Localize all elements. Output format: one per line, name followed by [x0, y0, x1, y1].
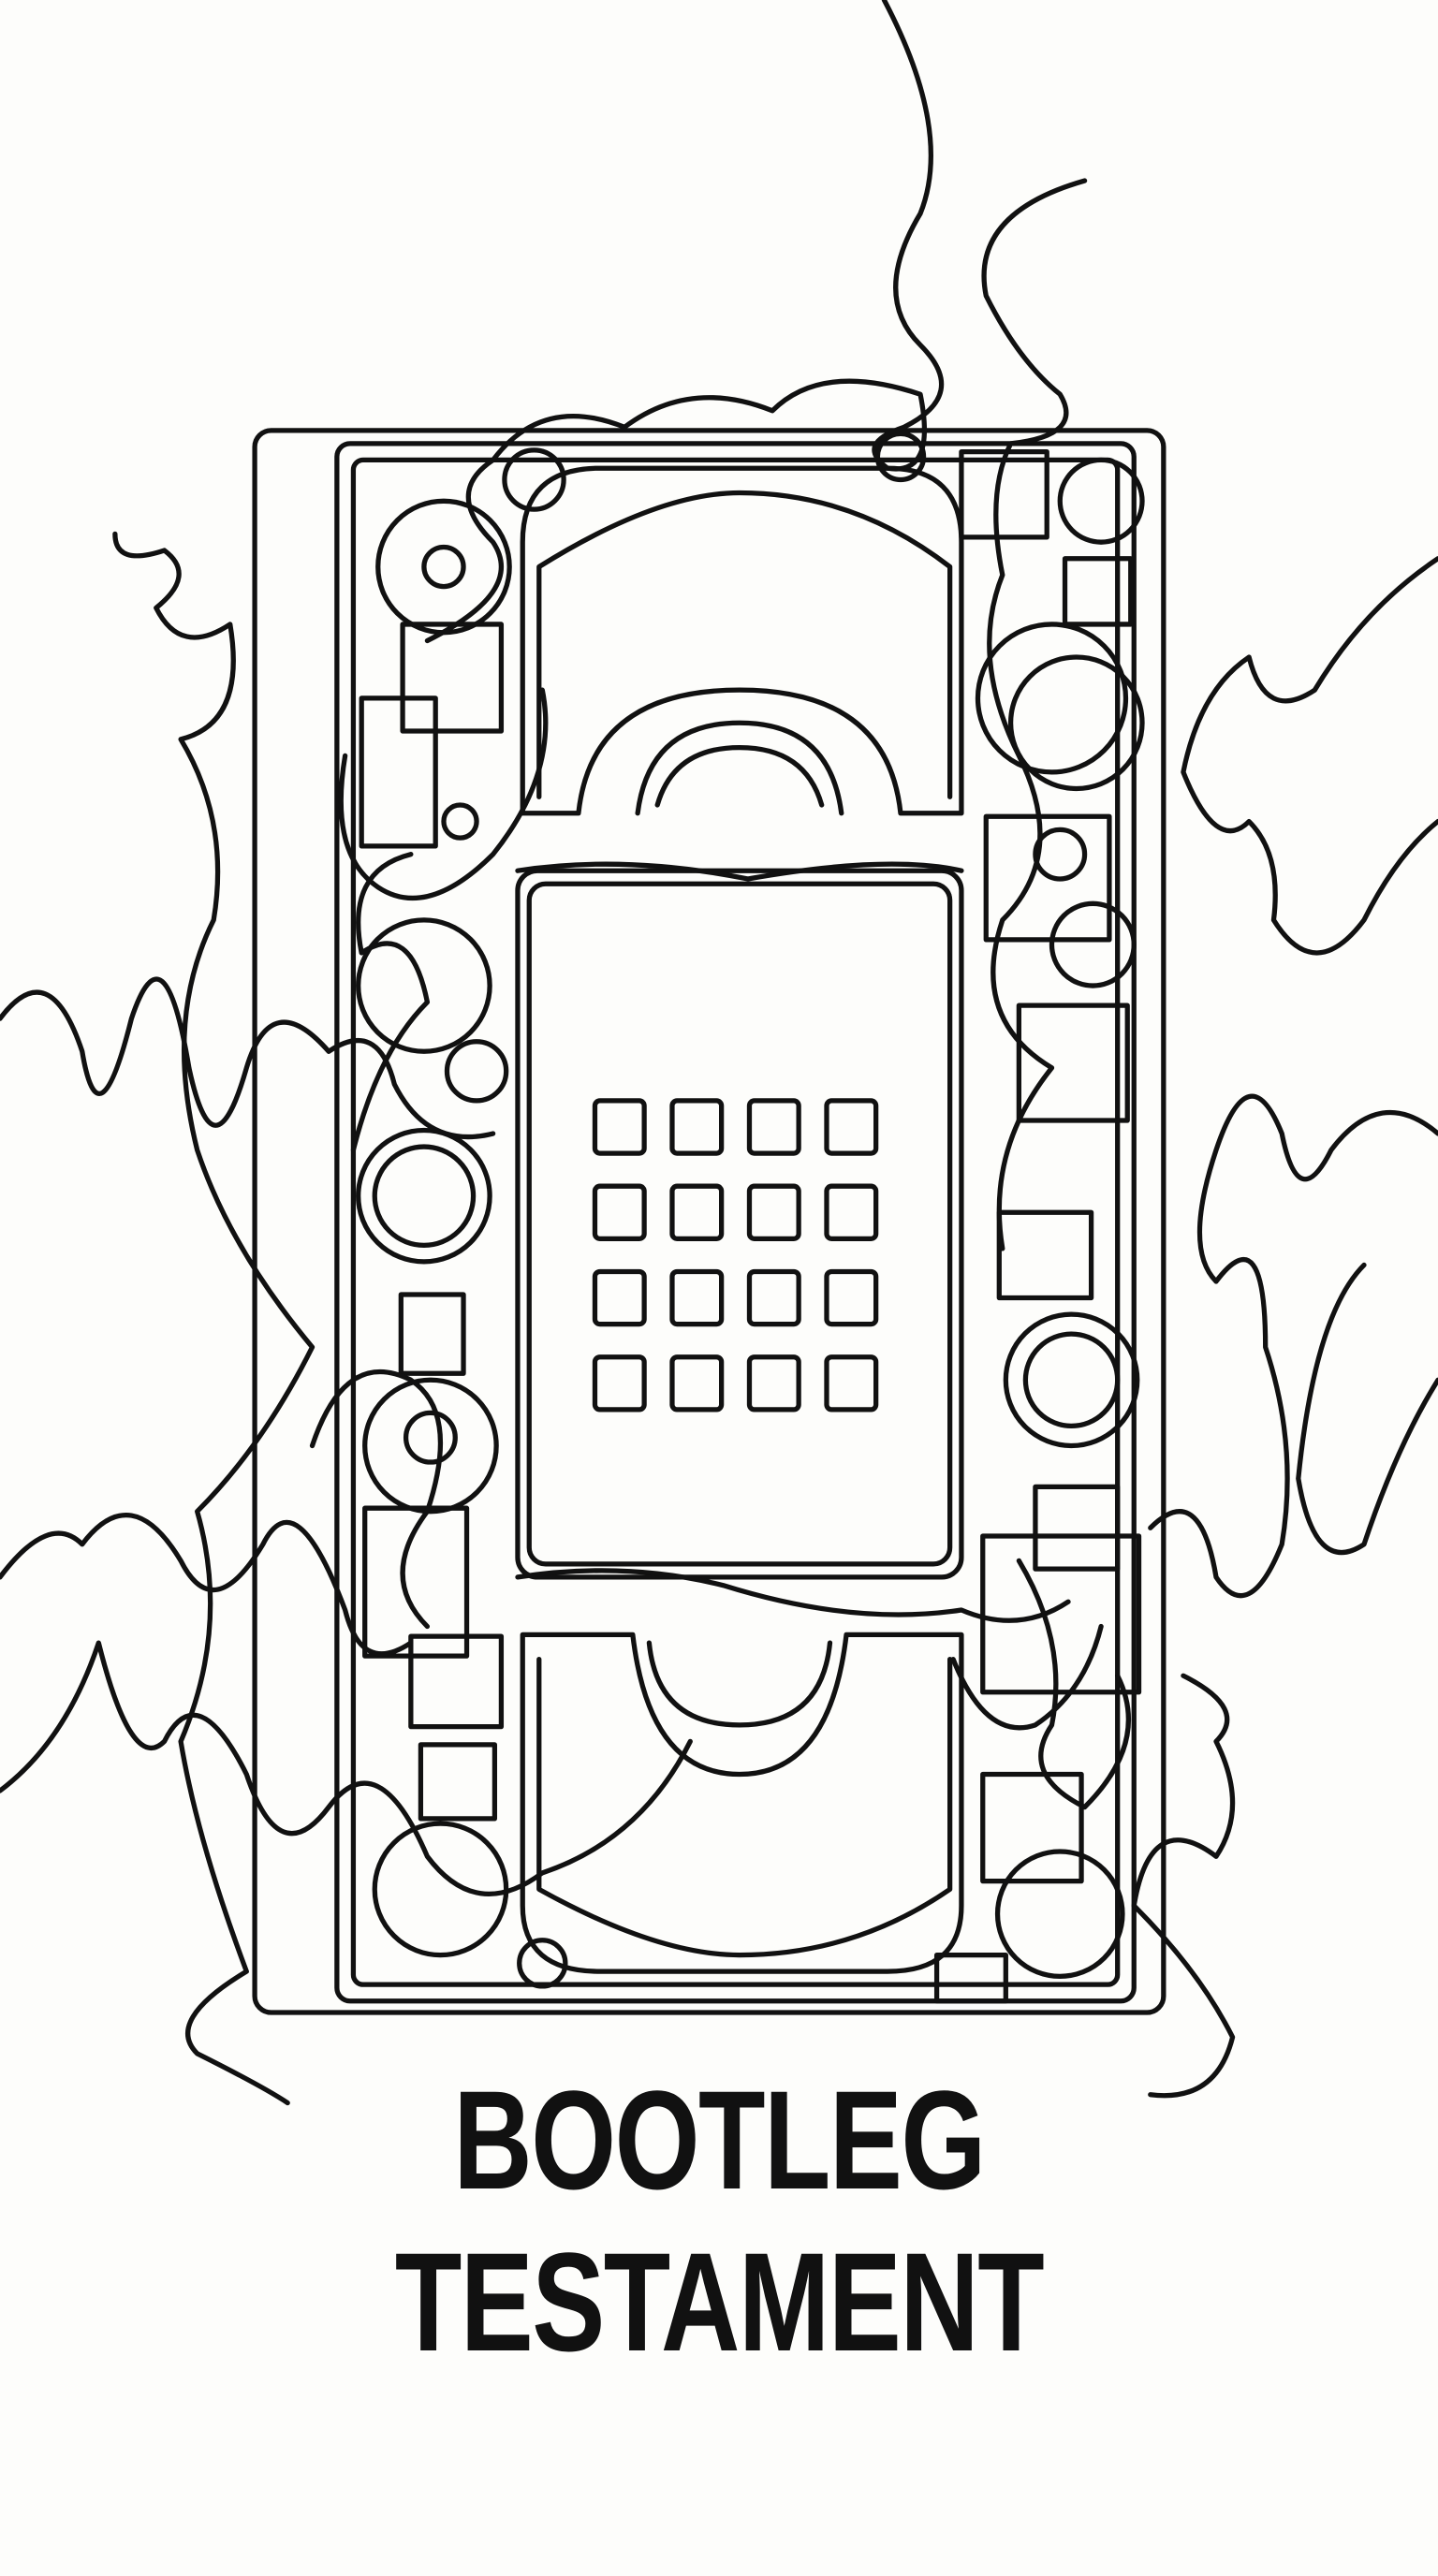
poster-title: BOOTLEG TESTAMENT [394, 2061, 1045, 2380]
tangled-tape-lines [0, 0, 1438, 2106]
grid-square [824, 1354, 879, 1412]
grid-square [669, 1098, 725, 1156]
side-details [356, 431, 1145, 2004]
grid-square [746, 1183, 801, 1241]
grid-square [592, 1183, 647, 1241]
bottom-reel-window [520, 1632, 964, 1974]
grid-square [592, 1354, 647, 1412]
grid-square [592, 1098, 647, 1156]
grid-square [824, 1183, 879, 1241]
grid-square [592, 1268, 647, 1327]
grid-square [746, 1098, 801, 1156]
cassette-body [252, 428, 1167, 2015]
grid-square [669, 1268, 725, 1327]
top-reel-window [520, 465, 964, 816]
grid-square [669, 1183, 725, 1241]
grid-square [824, 1268, 879, 1327]
grid-square [746, 1268, 801, 1327]
grid-square [746, 1354, 801, 1412]
grid-square [824, 1098, 879, 1156]
grid-square [669, 1354, 725, 1412]
label-grid [592, 1098, 879, 1412]
center-label-window [515, 868, 964, 1580]
